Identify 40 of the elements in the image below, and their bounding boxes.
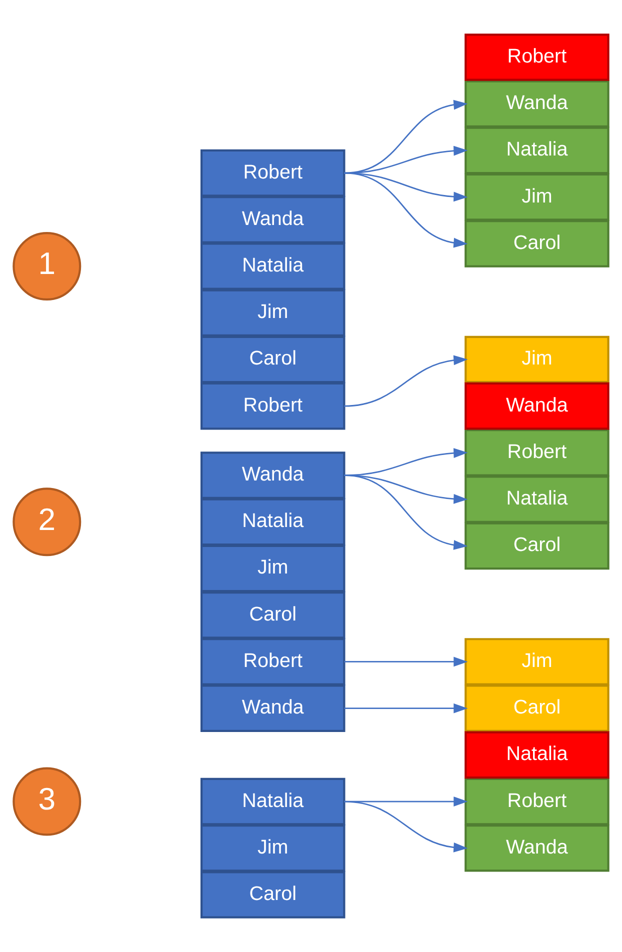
node-box: Robert <box>200 638 346 686</box>
node-box: Jim <box>464 638 610 686</box>
node-box: Robert <box>464 34 610 81</box>
node-box: Wanda <box>200 684 346 732</box>
arrow <box>344 656 468 667</box>
node-box: Jim <box>464 336 610 384</box>
node-box: Wanda <box>200 452 346 499</box>
node-box: Carol <box>464 220 610 268</box>
arrow <box>344 474 468 550</box>
node-box: Wanda <box>200 196 346 244</box>
node-box: Carol <box>464 522 610 570</box>
arrow <box>344 100 468 174</box>
node-box: Robert <box>200 382 346 430</box>
arrow <box>344 172 468 248</box>
node-box: Jim <box>200 544 346 592</box>
node-box: Natalia <box>464 731 610 779</box>
node-box: Carol <box>200 336 346 384</box>
node-box: Natalia <box>200 778 346 826</box>
node-box: Natalia <box>464 476 610 523</box>
node-box: Robert <box>200 149 346 197</box>
arrow <box>344 355 468 407</box>
arrow <box>344 703 468 714</box>
arrow <box>344 800 468 852</box>
node-box: Carol <box>200 871 346 918</box>
node-box: Jim <box>200 289 346 337</box>
node-circle: 3 <box>12 767 82 836</box>
node-box: Natalia <box>200 242 346 290</box>
node-box: Robert <box>464 778 610 826</box>
node-box: Natalia <box>200 498 346 546</box>
node-box: Wanda <box>464 382 610 430</box>
node-box: Jim <box>200 824 346 872</box>
node-box: Wanda <box>464 80 610 128</box>
node-circle: 1 <box>12 232 82 301</box>
node-box: Carol <box>200 591 346 639</box>
node-circle: 2 <box>12 488 82 556</box>
node-box: Carol <box>464 684 610 732</box>
node-box: Robert <box>464 429 610 476</box>
node-box: Natalia <box>464 126 610 174</box>
node-box: Wanda <box>464 824 610 872</box>
node-box: Jim <box>464 173 610 221</box>
